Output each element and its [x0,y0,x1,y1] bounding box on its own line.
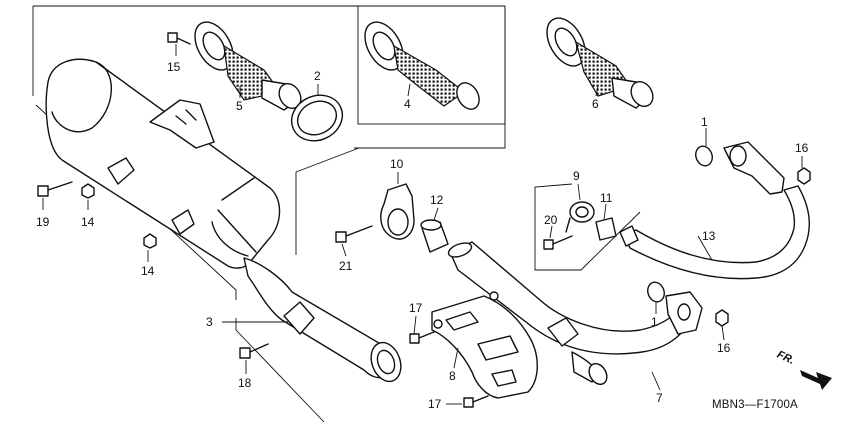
callout-7: 7 [656,391,663,405]
callout-13: 13 [702,229,716,243]
gasket-part-2 [290,94,344,142]
callout-5: 5 [236,99,243,113]
callout-17-lower: 17 [428,397,442,411]
callout-10: 10 [390,157,404,171]
nut-part-16-upper [797,167,811,185]
callout-21: 21 [339,259,353,273]
bolt-part-18 [239,343,269,359]
callout-18: 18 [238,376,252,390]
callout-6: 6 [592,97,599,111]
muffler-part-3 [45,58,402,383]
plug-part-4 [364,21,480,110]
nut-part-14-lower [143,233,157,249]
callout-11: 11 [600,191,613,205]
bolt-part-17-lower [463,395,489,408]
group-frame-9-11 [534,183,641,271]
callout-labels: 1 1 2 3 4 5 6 7 8 9 10 11 12 13 14 14 15… [36,60,809,411]
bolt-part-15 [167,32,191,45]
callout-16-upper: 16 [795,141,809,155]
callout-1-upper: 1 [701,115,708,129]
plug-part-5 [194,21,302,111]
callout-14-upper: 14 [81,215,95,229]
callout-19: 19 [36,215,50,229]
bolt-part-17-upper [409,331,435,344]
clamp-part-9 [565,201,595,233]
callout-9: 9 [573,169,580,183]
callout-16-lower: 16 [717,341,731,355]
variant-box-part-4 [357,5,506,125]
plug-part-6 [546,17,654,109]
bolt-part-20 [543,235,573,250]
front-label: FR. [775,349,796,367]
callout-2: 2 [314,69,321,83]
callout-12: 12 [430,193,444,207]
callout-20: 20 [544,213,558,227]
sleeve-part-11 [595,217,617,241]
gasket-part-1-lower [647,281,665,303]
front-arrow-icon [800,370,832,390]
exhaust-pipe-part-7 [447,241,703,386]
callout-14-lower: 14 [141,264,155,278]
leader-lines [42,44,803,405]
nut-part-14-upper [81,183,95,199]
callout-3: 3 [206,315,213,329]
callout-1-lower: 1 [651,315,658,329]
callout-17-upper: 17 [409,301,423,315]
bolt-part-19 [37,181,73,197]
clamp-part-10 [380,183,415,240]
heat-shield-part-8 [431,291,538,399]
exhaust-pipe-part-13 [619,141,810,280]
gasket-part-1-upper [695,145,713,167]
callout-15: 15 [167,60,181,74]
diagram-code: MBN3—F1700A [712,399,798,411]
bolt-part-21 [335,225,373,243]
callout-4: 4 [404,97,411,111]
front-direction-indicator: FR. [775,349,832,390]
sleeve-part-12 [420,219,449,253]
nut-part-16-lower [715,309,729,327]
callout-8: 8 [449,369,456,383]
